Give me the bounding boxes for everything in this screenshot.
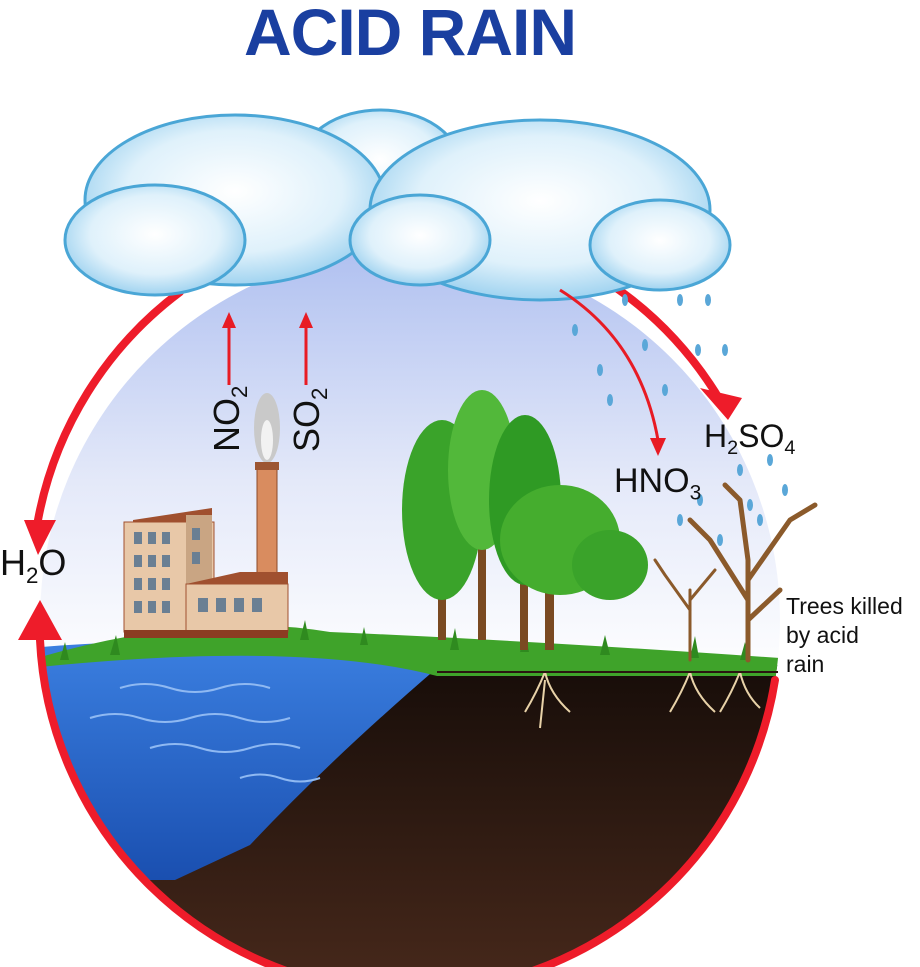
so2-sub: 2 [306,387,332,400]
hno3-label: HNO3 [614,462,701,505]
water-waves [89,683,321,783]
h2so4-mid: SO [738,418,785,454]
trees-killed-caption: Trees killed by acid rain [786,592,903,679]
h2so4-sub1: 2 [727,436,739,459]
hno3-base: HNO [614,462,690,500]
no2-sub: 2 [226,385,252,398]
h2so4-pre: H [704,418,728,454]
factory-icon [123,462,289,638]
h2o-label: H2O [0,542,66,589]
no2-base: NO [206,398,247,452]
cycle-arrow-heads [18,388,742,640]
cloud-icon [63,108,732,302]
h2so4-label: H2SO4 [704,418,795,460]
water-body [40,642,437,880]
caption-line-3: rain [786,651,825,677]
hno3-sub: 3 [689,481,702,505]
h2o-sub: 2 [26,562,39,588]
smoke-icon [254,393,280,463]
raindrop-icon [572,294,788,546]
h2o-post: O [38,542,67,583]
emission-arrows [222,312,313,385]
tree-roots [524,671,761,729]
h2so4-sub2: 4 [784,436,796,459]
h2o-pre: H [0,542,26,583]
hno3-arrow [559,288,660,441]
dead-tree-icon [653,482,818,663]
so2-label: SO2 [286,388,333,452]
hno3-arrow-head [650,438,666,456]
no2-label: NO2 [206,386,253,452]
so2-base: SO [286,399,327,452]
caption-line-2: by acid [786,622,859,648]
page-title: ACID RAIN [244,0,577,69]
caption-line-1: Trees killed [786,593,903,619]
tree-icon [402,390,648,650]
